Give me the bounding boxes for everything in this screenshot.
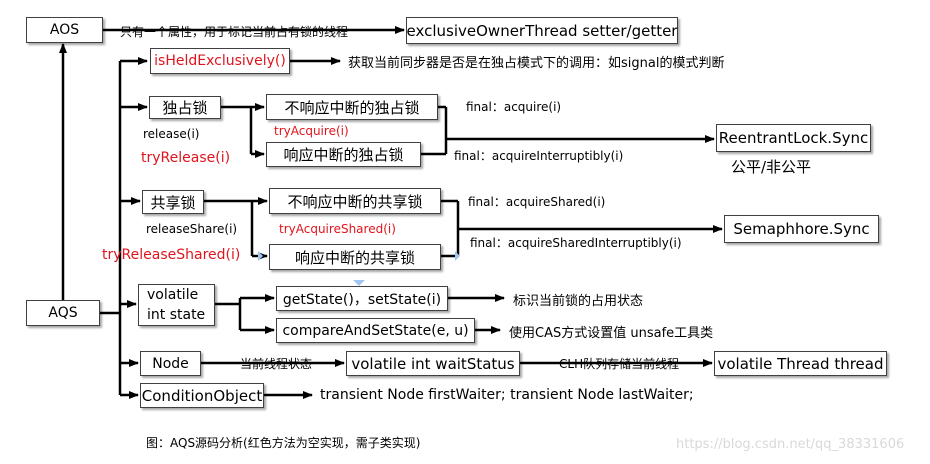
fairness-label: 公平/非公平: [731, 158, 812, 176]
reentrant-lock-sync-box: ReentrantLock.Sync: [716, 124, 871, 152]
final-acquire-shared-interruptibly-label: final：acquireSharedInterruptibly(i): [470, 236, 682, 250]
shared-uninterruptible-box: 不响应中断的共享锁: [269, 188, 441, 214]
int-state-label: int state: [147, 307, 206, 323]
try-release-label: tryRelease(i): [141, 150, 231, 166]
shared-interruptible-box: 响应中断的共享锁: [269, 244, 441, 270]
node-state-label: 当前线程状态: [240, 357, 313, 371]
release-shared-label: releaseShare(i): [146, 222, 238, 236]
figure-caption: 图：AQS源码分析(红色方法为空实现，需子类实现): [146, 436, 421, 450]
exclusive-owner-thread-box: exclusiveOwnerThread setter/getter: [406, 17, 678, 44]
cas-description: 使用CAS方式设置值 unsafe工具类: [509, 326, 714, 341]
final-acquire-interruptibly-label: final：acquireInterruptibly(i): [454, 149, 624, 163]
node-box: Node: [140, 351, 201, 376]
try-acquire-label: tryAcquire(i): [274, 124, 349, 138]
aos-description: 只有一个属性，用于标记当前占有锁的线程: [120, 25, 349, 39]
aqs-box: AQS: [26, 300, 100, 326]
shared-lock-box: 共享锁: [142, 190, 204, 214]
get-set-state-box: getState()，setState(i): [276, 286, 448, 311]
exclusive-interruptible-box: 响应中断的独占锁: [266, 142, 421, 167]
clh-queue-label: CLH队列存储当前线程: [559, 357, 680, 371]
state-description: 标识当前锁的占用状态: [513, 294, 644, 309]
try-acquire-shared-label: tryAcquireShared(i): [279, 222, 396, 236]
release-label: release(i): [143, 127, 200, 141]
volatile-wait-status-box: volatile int waitStatus: [346, 351, 520, 376]
try-release-shared-label: tryReleaseShared(i): [102, 247, 241, 263]
compare-and-set-state-box: compareAndSetState(e, u): [276, 318, 475, 343]
exclusive-lock-box: 独占锁: [149, 96, 221, 119]
watermark: https://blog.csdn.net/qq_38331606: [676, 437, 905, 452]
aos-box: AOS: [26, 17, 103, 43]
volatile-keyword: volatile: [147, 287, 199, 303]
is-held-exclusively-box: isHeldExclusively(): [150, 48, 290, 74]
waiters-label: transient Node firstWaiter; transient No…: [320, 387, 694, 403]
final-acquire-shared-label: final：acquireShared(i): [468, 195, 606, 209]
condition-object-box: ConditionObject: [140, 383, 264, 408]
exclusive-uninterruptible-box: 不响应中断的独占锁: [266, 94, 438, 120]
final-acquire-label: final：acquire(i): [466, 100, 562, 114]
volatile-thread-box: volatile Thread thread: [714, 351, 887, 376]
volatile-int-state-box: volatile int state: [138, 284, 215, 326]
semaphore-sync-box: Semaphhore.Sync: [724, 215, 879, 243]
is-held-description: 获取当前同步器是否是在独占模式下的调用：如signal的模式判断: [348, 56, 725, 71]
